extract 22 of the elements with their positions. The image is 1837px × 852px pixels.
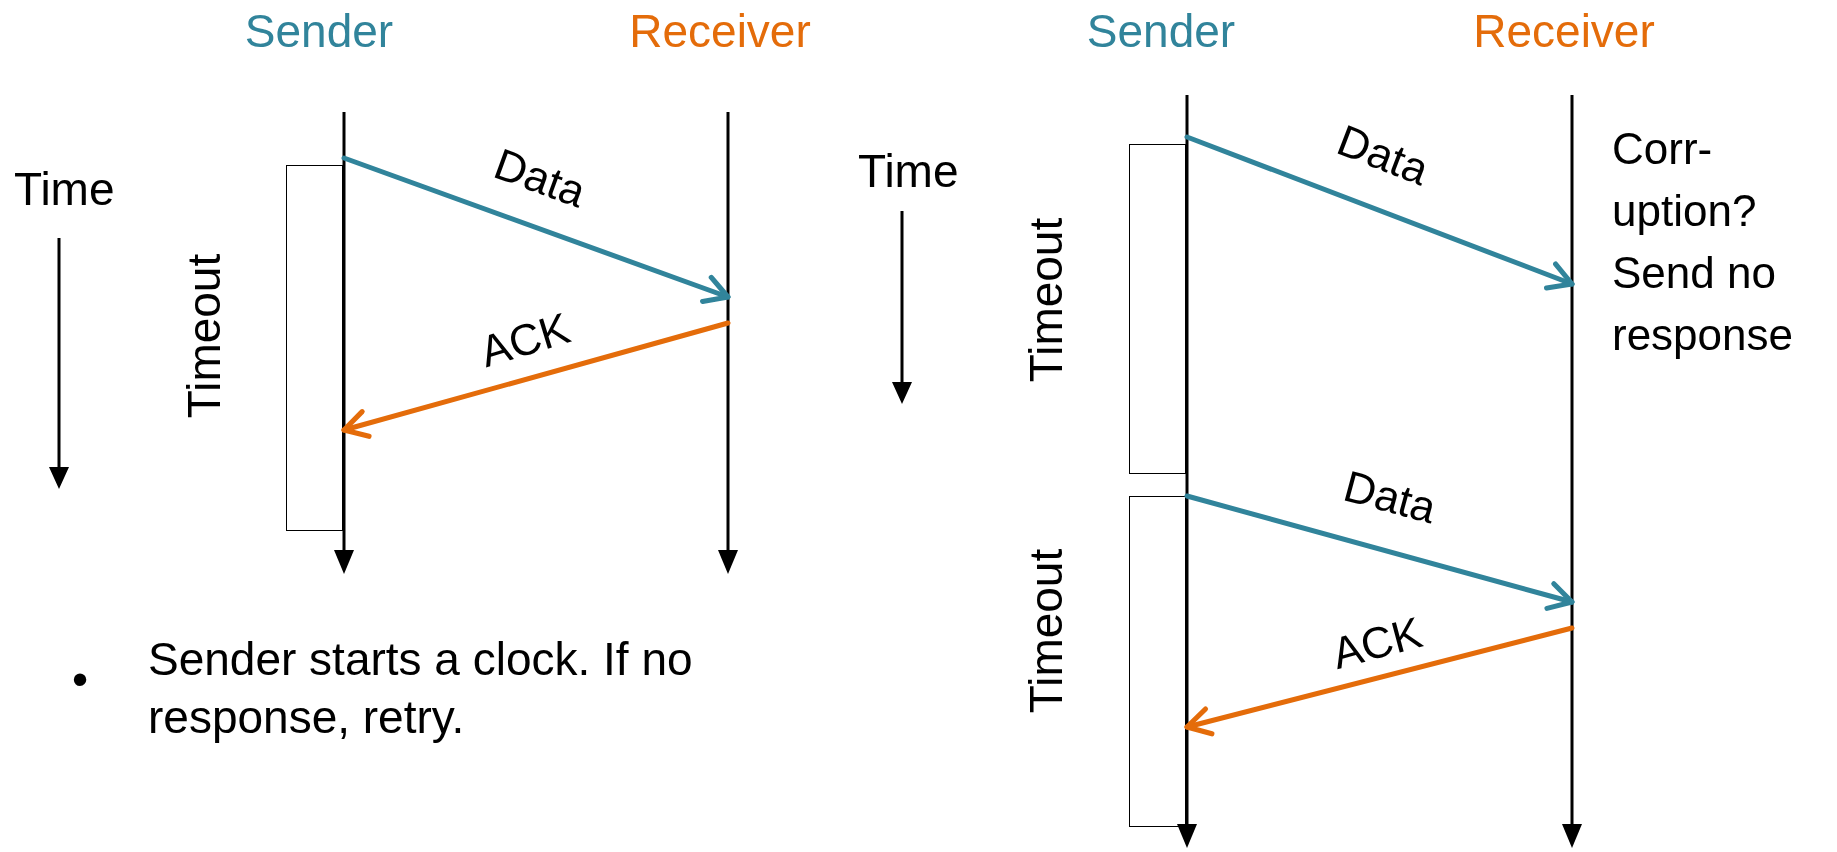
arrow [1184, 493, 1575, 611]
time-label: Time [858, 148, 959, 194]
edge-label: Data [488, 141, 592, 215]
bullet-marker: • [72, 656, 89, 702]
time-label: Time [14, 166, 115, 212]
participant-label: Sender [244, 8, 394, 54]
bullet-text: Sender starts a clock. If no response, retry. [148, 632, 694, 745]
participant-label: Receiver [629, 8, 811, 54]
edge-label: ACK [1327, 610, 1427, 676]
arrow [341, 320, 731, 439]
arrow [341, 155, 731, 304]
note-text: Corr- uption? Send no response [1612, 123, 1794, 361]
timeout-label: Timeout [1023, 217, 1069, 383]
arrow [1184, 134, 1575, 291]
participant-label: Sender [1086, 8, 1236, 54]
timeout-label: Timeout [1023, 548, 1069, 714]
edge-label: ACK [475, 305, 575, 375]
edge-label: Data [1331, 117, 1435, 193]
participant-label: Receiver [1473, 8, 1655, 54]
arrow [1184, 625, 1575, 737]
edge-label: Data [1339, 463, 1441, 531]
timeout-label: Timeout [181, 253, 227, 419]
